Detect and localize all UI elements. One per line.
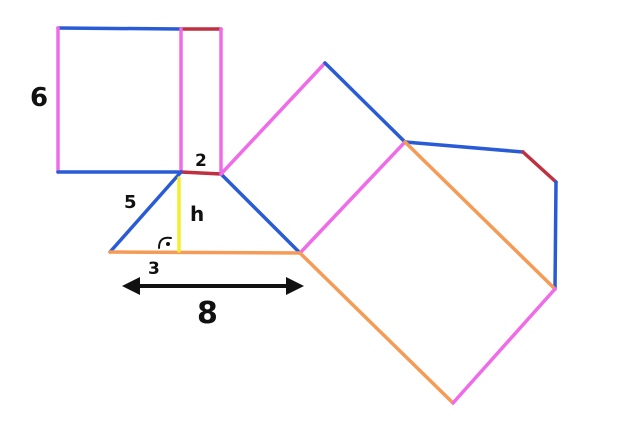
left-square-top-edge	[56, 26, 183, 31]
label-top-base: 2	[195, 151, 207, 171]
double-arrow-icon	[122, 277, 304, 295]
right-rectangle-corner-edge	[521, 150, 558, 184]
label-foot: 3	[148, 259, 160, 279]
lower-square-bottom-edge	[451, 287, 557, 405]
upper-square	[219, 61, 407, 255]
trapezoid-bottom-base	[108, 250, 302, 255]
label-side-left: 6	[30, 83, 48, 113]
right-rectangle-top-edge	[403, 140, 525, 154]
label-base-length: 8	[197, 296, 218, 331]
top-rectangle	[179, 27, 223, 176]
upper-square-bottom-edge	[298, 140, 407, 255]
right-rectangle	[403, 140, 558, 291]
label-height: h	[190, 202, 204, 226]
trapezoid-top-base	[179, 170, 223, 176]
lower-square-top-edge	[403, 140, 557, 291]
right-angle-dot	[166, 242, 170, 246]
lower-square-left-edge	[298, 251, 455, 405]
arrow-head-right	[286, 277, 304, 295]
lower-square	[298, 140, 557, 405]
trapezoid-right-slant	[219, 172, 302, 255]
left-square	[56, 26, 183, 174]
upper-square-top-edge	[323, 61, 407, 144]
arrow-head-left	[122, 277, 140, 295]
trapezoid-left-slant	[108, 170, 183, 254]
label-slant-side: 5	[124, 192, 137, 213]
trapezoid	[108, 170, 302, 255]
upper-square-left-edge	[219, 61, 327, 176]
right-rectangle-right-edge	[553, 180, 558, 291]
right-angle-marker-icon	[158, 236, 172, 249]
